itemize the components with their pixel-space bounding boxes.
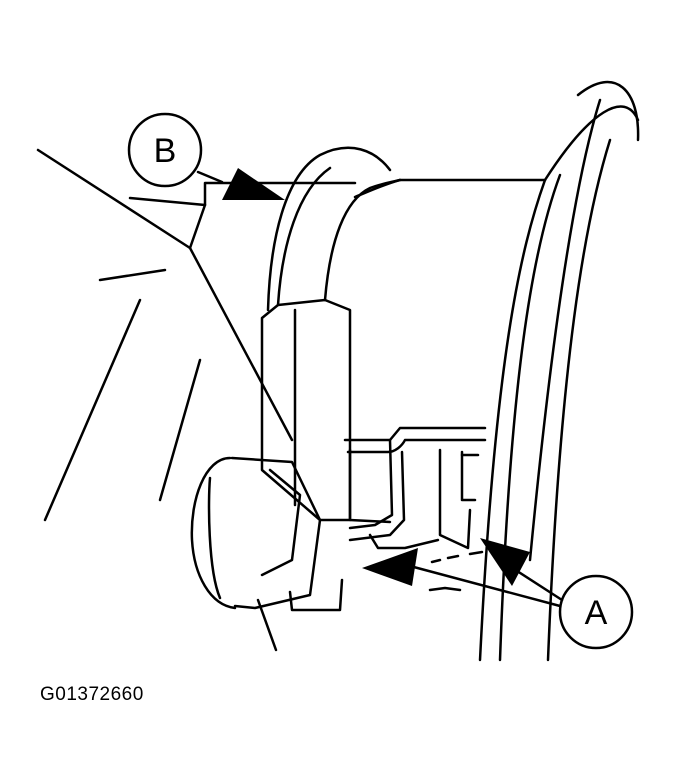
callout-b-circle <box>127 112 203 188</box>
arrow-b <box>222 168 285 200</box>
callout-a-circle <box>558 574 634 650</box>
figure-id: G01372660 <box>40 684 144 705</box>
brake-hose <box>266 146 402 312</box>
arrow-a-right <box>480 538 530 586</box>
callout-b-label: B <box>154 132 177 170</box>
hose-crimp-fitting <box>260 298 352 522</box>
hidden-edge-dashes <box>428 550 484 592</box>
arrow-a-left <box>362 548 418 586</box>
banjo-bolt <box>190 456 344 612</box>
bracket-nut <box>348 448 480 550</box>
callout-b-leader <box>196 170 224 184</box>
steel-brake-line <box>343 426 487 550</box>
callout-a-label: A <box>585 594 608 632</box>
callout-a-leader-1 <box>408 564 562 608</box>
callout-b <box>127 112 224 188</box>
left-body-panel <box>36 148 294 652</box>
